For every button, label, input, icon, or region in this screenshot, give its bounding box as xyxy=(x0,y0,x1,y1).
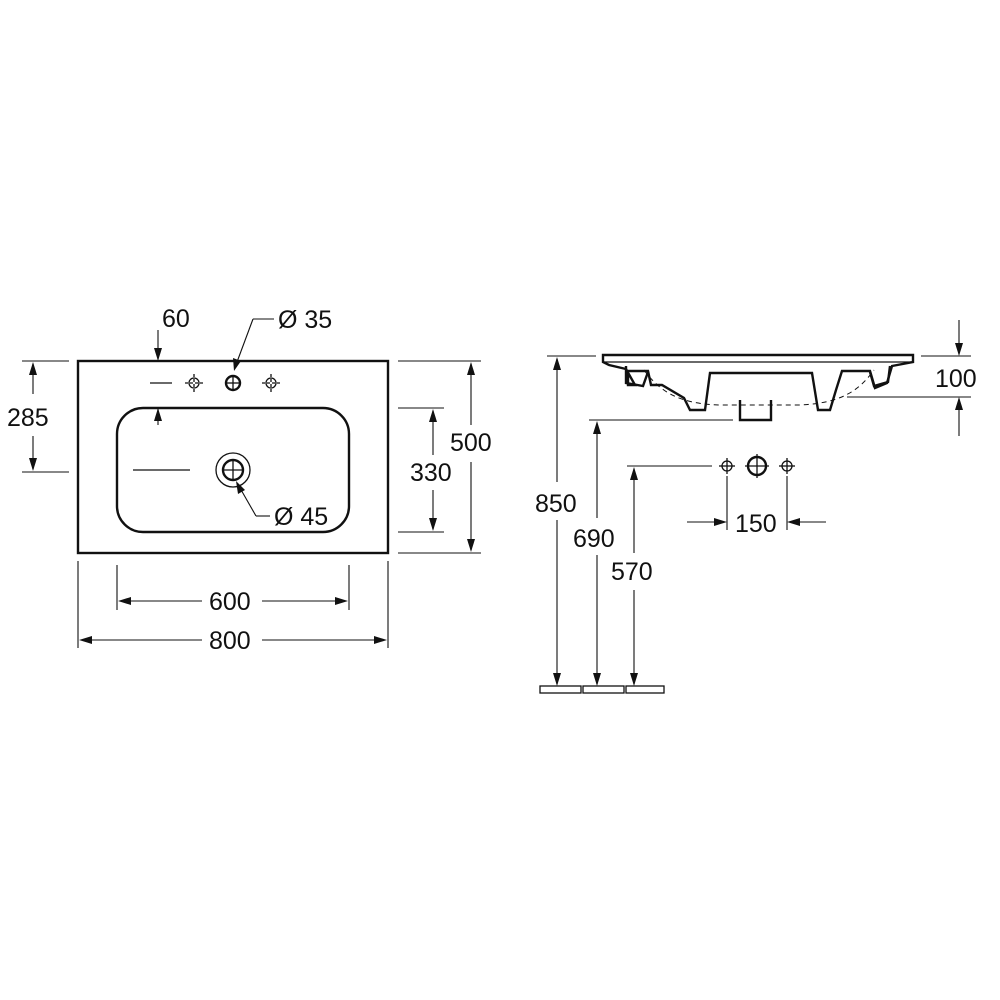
label-tap-offset: 60 xyxy=(162,305,190,333)
tap-hole-side-right xyxy=(779,458,795,474)
label-rim-height: 850 xyxy=(535,490,577,518)
label-basin-height: 100 xyxy=(935,365,977,393)
top-view: 60 Ø 35 Ø 45 285 xyxy=(7,305,492,655)
label-overall-depth: 500 xyxy=(450,429,492,457)
label-overall-width: 800 xyxy=(209,627,251,655)
dim-tap-diameter: Ø 35 xyxy=(233,306,332,371)
dim-bowl-depth: 330 xyxy=(398,407,452,533)
bowl-outline xyxy=(115,406,351,534)
tap-hole-center xyxy=(224,374,242,392)
basin-profile xyxy=(601,353,915,422)
dim-basin-height: 100 xyxy=(847,320,977,436)
dim-waste-height: 690 xyxy=(573,419,733,686)
label-drain-diameter: Ø 45 xyxy=(274,503,328,531)
floor-marks xyxy=(539,685,665,694)
basin-outline xyxy=(76,359,390,555)
label-tap-height: 570 xyxy=(611,558,653,586)
dim-rim-height: 850 xyxy=(535,355,596,686)
dim-bowl-width: 600 xyxy=(116,565,350,616)
label-waste-height: 690 xyxy=(573,525,615,553)
dim-drain-diameter: Ø 45 xyxy=(236,481,328,531)
drain xyxy=(215,452,251,488)
tap-hole-left xyxy=(185,374,203,392)
label-tap-diameter: Ø 35 xyxy=(278,306,332,334)
side-view: 100 850 690 570 xyxy=(535,320,977,694)
tap-hole-side-center xyxy=(745,454,769,478)
label-basin-offset: 285 xyxy=(7,404,49,432)
dim-overall-depth: 500 xyxy=(398,360,492,554)
label-bowl-depth: 330 xyxy=(410,459,452,487)
tap-hole-side-left xyxy=(719,458,735,474)
tap-hole-right xyxy=(262,374,280,392)
dim-tap-offset: 60 xyxy=(154,305,190,425)
label-tap-spacing: 150 xyxy=(735,510,777,538)
label-bowl-width: 600 xyxy=(209,588,251,616)
dim-tap-height: 570 xyxy=(611,465,712,686)
dim-basin-offset: 285 xyxy=(7,360,69,473)
dim-overall-width: 800 xyxy=(77,561,389,655)
dim-tap-spacing: 150 xyxy=(687,476,826,538)
